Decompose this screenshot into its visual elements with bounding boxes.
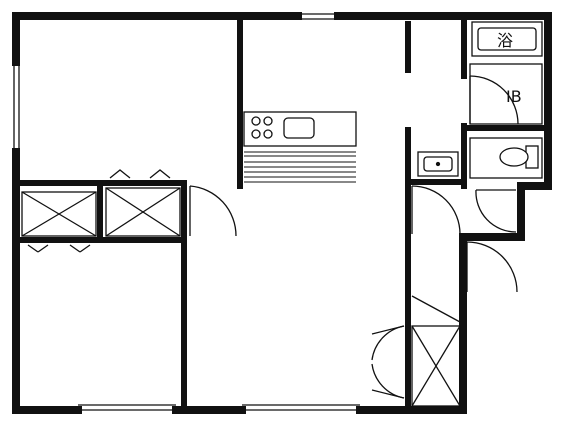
stove-burner bbox=[263, 129, 273, 139]
door-toilet bbox=[411, 185, 461, 235]
bathtub bbox=[471, 21, 543, 57]
door-toilet-2 bbox=[475, 189, 517, 233]
window-top bbox=[298, 12, 338, 21]
window-bottom-left bbox=[78, 403, 176, 412]
stove-burner bbox=[251, 116, 261, 126]
kitchen-cupboard bbox=[244, 151, 356, 183]
window-bottom-center bbox=[242, 403, 360, 412]
toilet bbox=[469, 137, 543, 179]
door-corridor bbox=[466, 241, 518, 293]
closet-right bbox=[105, 169, 181, 237]
door-entrance bbox=[371, 325, 405, 399]
wash-basin bbox=[417, 151, 459, 177]
stove-burner bbox=[263, 116, 273, 126]
bath-label: 浴 bbox=[497, 31, 513, 50]
window-left bbox=[12, 62, 21, 152]
walls bbox=[12, 12, 552, 414]
door-bedroom bbox=[189, 185, 237, 237]
kitchen-sink bbox=[283, 117, 315, 139]
interior-walls bbox=[13, 13, 551, 413]
kitchen-counter bbox=[243, 111, 357, 147]
windows bbox=[12, 12, 360, 412]
doors bbox=[189, 75, 519, 399]
closet-left bbox=[21, 191, 97, 253]
storage-wedge bbox=[411, 295, 461, 323]
stove-burner bbox=[251, 129, 261, 139]
closet-entry bbox=[411, 325, 461, 407]
washroom-label: IB bbox=[506, 87, 522, 106]
door-washroom bbox=[469, 75, 519, 125]
